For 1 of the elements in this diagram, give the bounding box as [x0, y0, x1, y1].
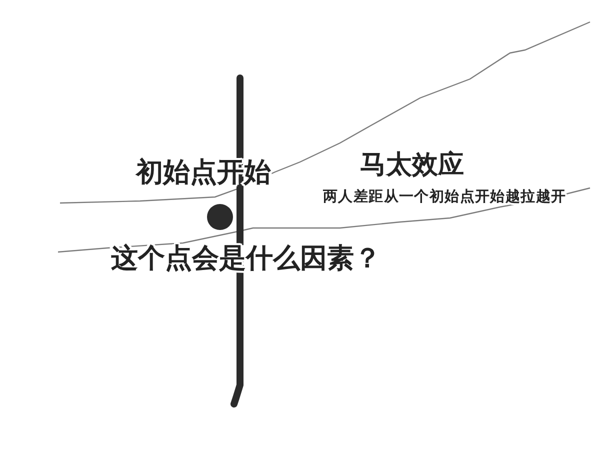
heading-text: 马太效应: [360, 150, 464, 182]
